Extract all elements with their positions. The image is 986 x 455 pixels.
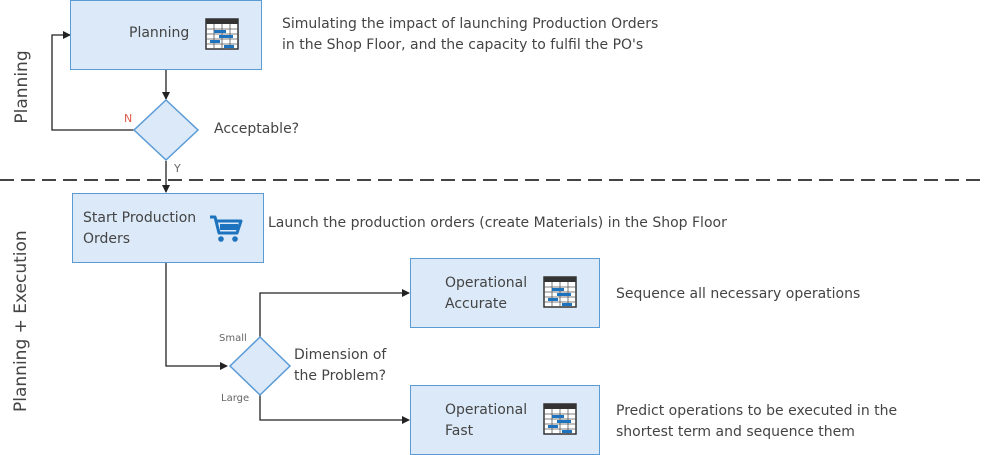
op-fast-description-line2: shortest term and sequence them (616, 424, 855, 440)
arrow-small (259, 289, 410, 337)
decision-acceptable-diamond (132, 98, 200, 162)
dimension-label-line2: the Problem? (294, 368, 387, 384)
planning-box: Planning (70, 0, 262, 70)
op-accurate-label-line2: Accurate (445, 296, 508, 312)
no-branch-label: N (124, 112, 133, 125)
yes-branch-label: Y (174, 162, 181, 175)
op-fast-label-line2: Fast (445, 423, 474, 439)
op-fast-description-line1: Predict operations to be executed in the (616, 403, 898, 419)
schedule-grid-icon (205, 18, 239, 50)
op-fast-description: Predict operations to be executed in the… (616, 401, 897, 443)
op-accurate-label-line1: Operational (445, 275, 528, 291)
planning-description: Simulating the impact of launching Produ… (282, 14, 658, 56)
decision-dimension-diamond (228, 335, 292, 397)
arrow-large (259, 395, 410, 424)
op-fast-label: Operational Fast (445, 400, 527, 442)
op-accurate-box: Operational Accurate (410, 258, 600, 328)
acceptable-label: Acceptable? (214, 121, 300, 137)
arrow-orders-to-dimension (165, 263, 228, 370)
shopping-cart-icon (210, 215, 243, 242)
lane-planning-execution-label: Planning + Execution (11, 230, 31, 412)
start-orders-box: Start Production Orders (72, 193, 264, 263)
arrow-no-loop (51, 31, 134, 131)
start-orders-description: Launch the production orders (create Mat… (268, 215, 727, 231)
start-orders-label-line2: Orders (83, 231, 131, 247)
large-branch-label: Large (221, 393, 250, 404)
planning-description-line2: in the Shop Floor, and the capacity to f… (282, 37, 644, 53)
planning-label: Planning (129, 25, 190, 41)
planning-description-line1: Simulating the impact of launching Produ… (282, 16, 659, 32)
start-orders-label: Start Production Orders (83, 208, 196, 250)
op-accurate-description: Sequence all necessary operations (616, 286, 861, 302)
op-fast-label-line1: Operational (445, 402, 528, 418)
schedule-grid-icon (543, 403, 577, 435)
dimension-label: Dimension of the Problem? (294, 345, 386, 387)
op-fast-box: Operational Fast (410, 385, 600, 455)
schedule-grid-icon (543, 276, 577, 308)
dimension-label-line1: Dimension of (294, 347, 387, 363)
op-accurate-label: Operational Accurate (445, 273, 527, 315)
small-branch-label: Small (219, 333, 247, 344)
lane-planning-label: Planning (12, 50, 32, 124)
start-orders-label-line1: Start Production (83, 210, 197, 226)
